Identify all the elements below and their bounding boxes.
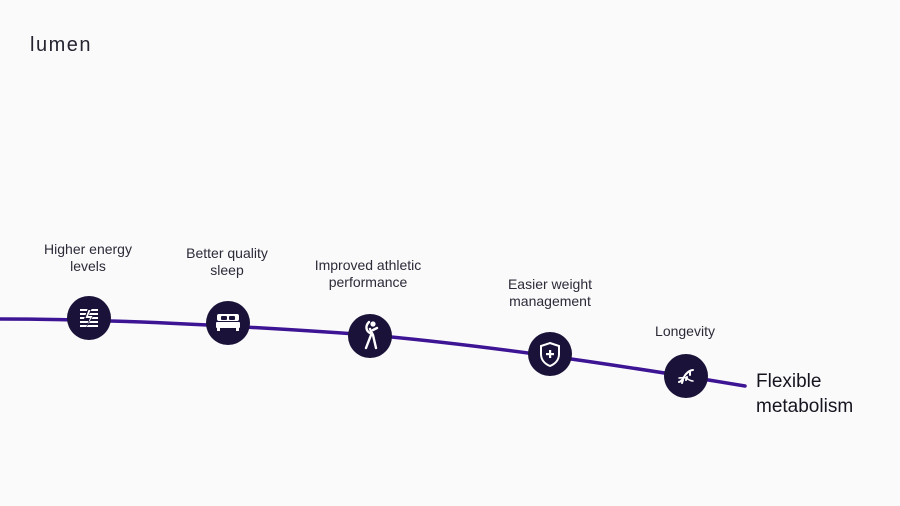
- lumen-logo: lumen: [30, 34, 92, 56]
- milestone-node-longevity: [664, 354, 708, 398]
- dna-icon: [678, 369, 694, 384]
- milestone-label-weight: Easier weight management: [507, 276, 593, 309]
- milestone-node-energy: [67, 296, 111, 340]
- athlete-icon: [364, 320, 379, 350]
- bed-icon: [216, 314, 240, 331]
- milestone-label-sleep: Better quality sleep: [186, 245, 268, 278]
- milestone-node-weight: [528, 332, 572, 376]
- milestone-label-athletic: Improved athletic performance: [314, 257, 422, 290]
- energy-icon: [80, 308, 98, 328]
- milestone-node-sleep: [206, 301, 250, 345]
- shield-plus-icon: [540, 341, 560, 368]
- outcome-label: Flexible metabolism: [756, 371, 854, 417]
- milestone-label-longevity: Longevity: [655, 323, 715, 339]
- milestone-node-athletic: [348, 314, 392, 358]
- milestone-label-energy: Higher energy levels: [44, 241, 132, 274]
